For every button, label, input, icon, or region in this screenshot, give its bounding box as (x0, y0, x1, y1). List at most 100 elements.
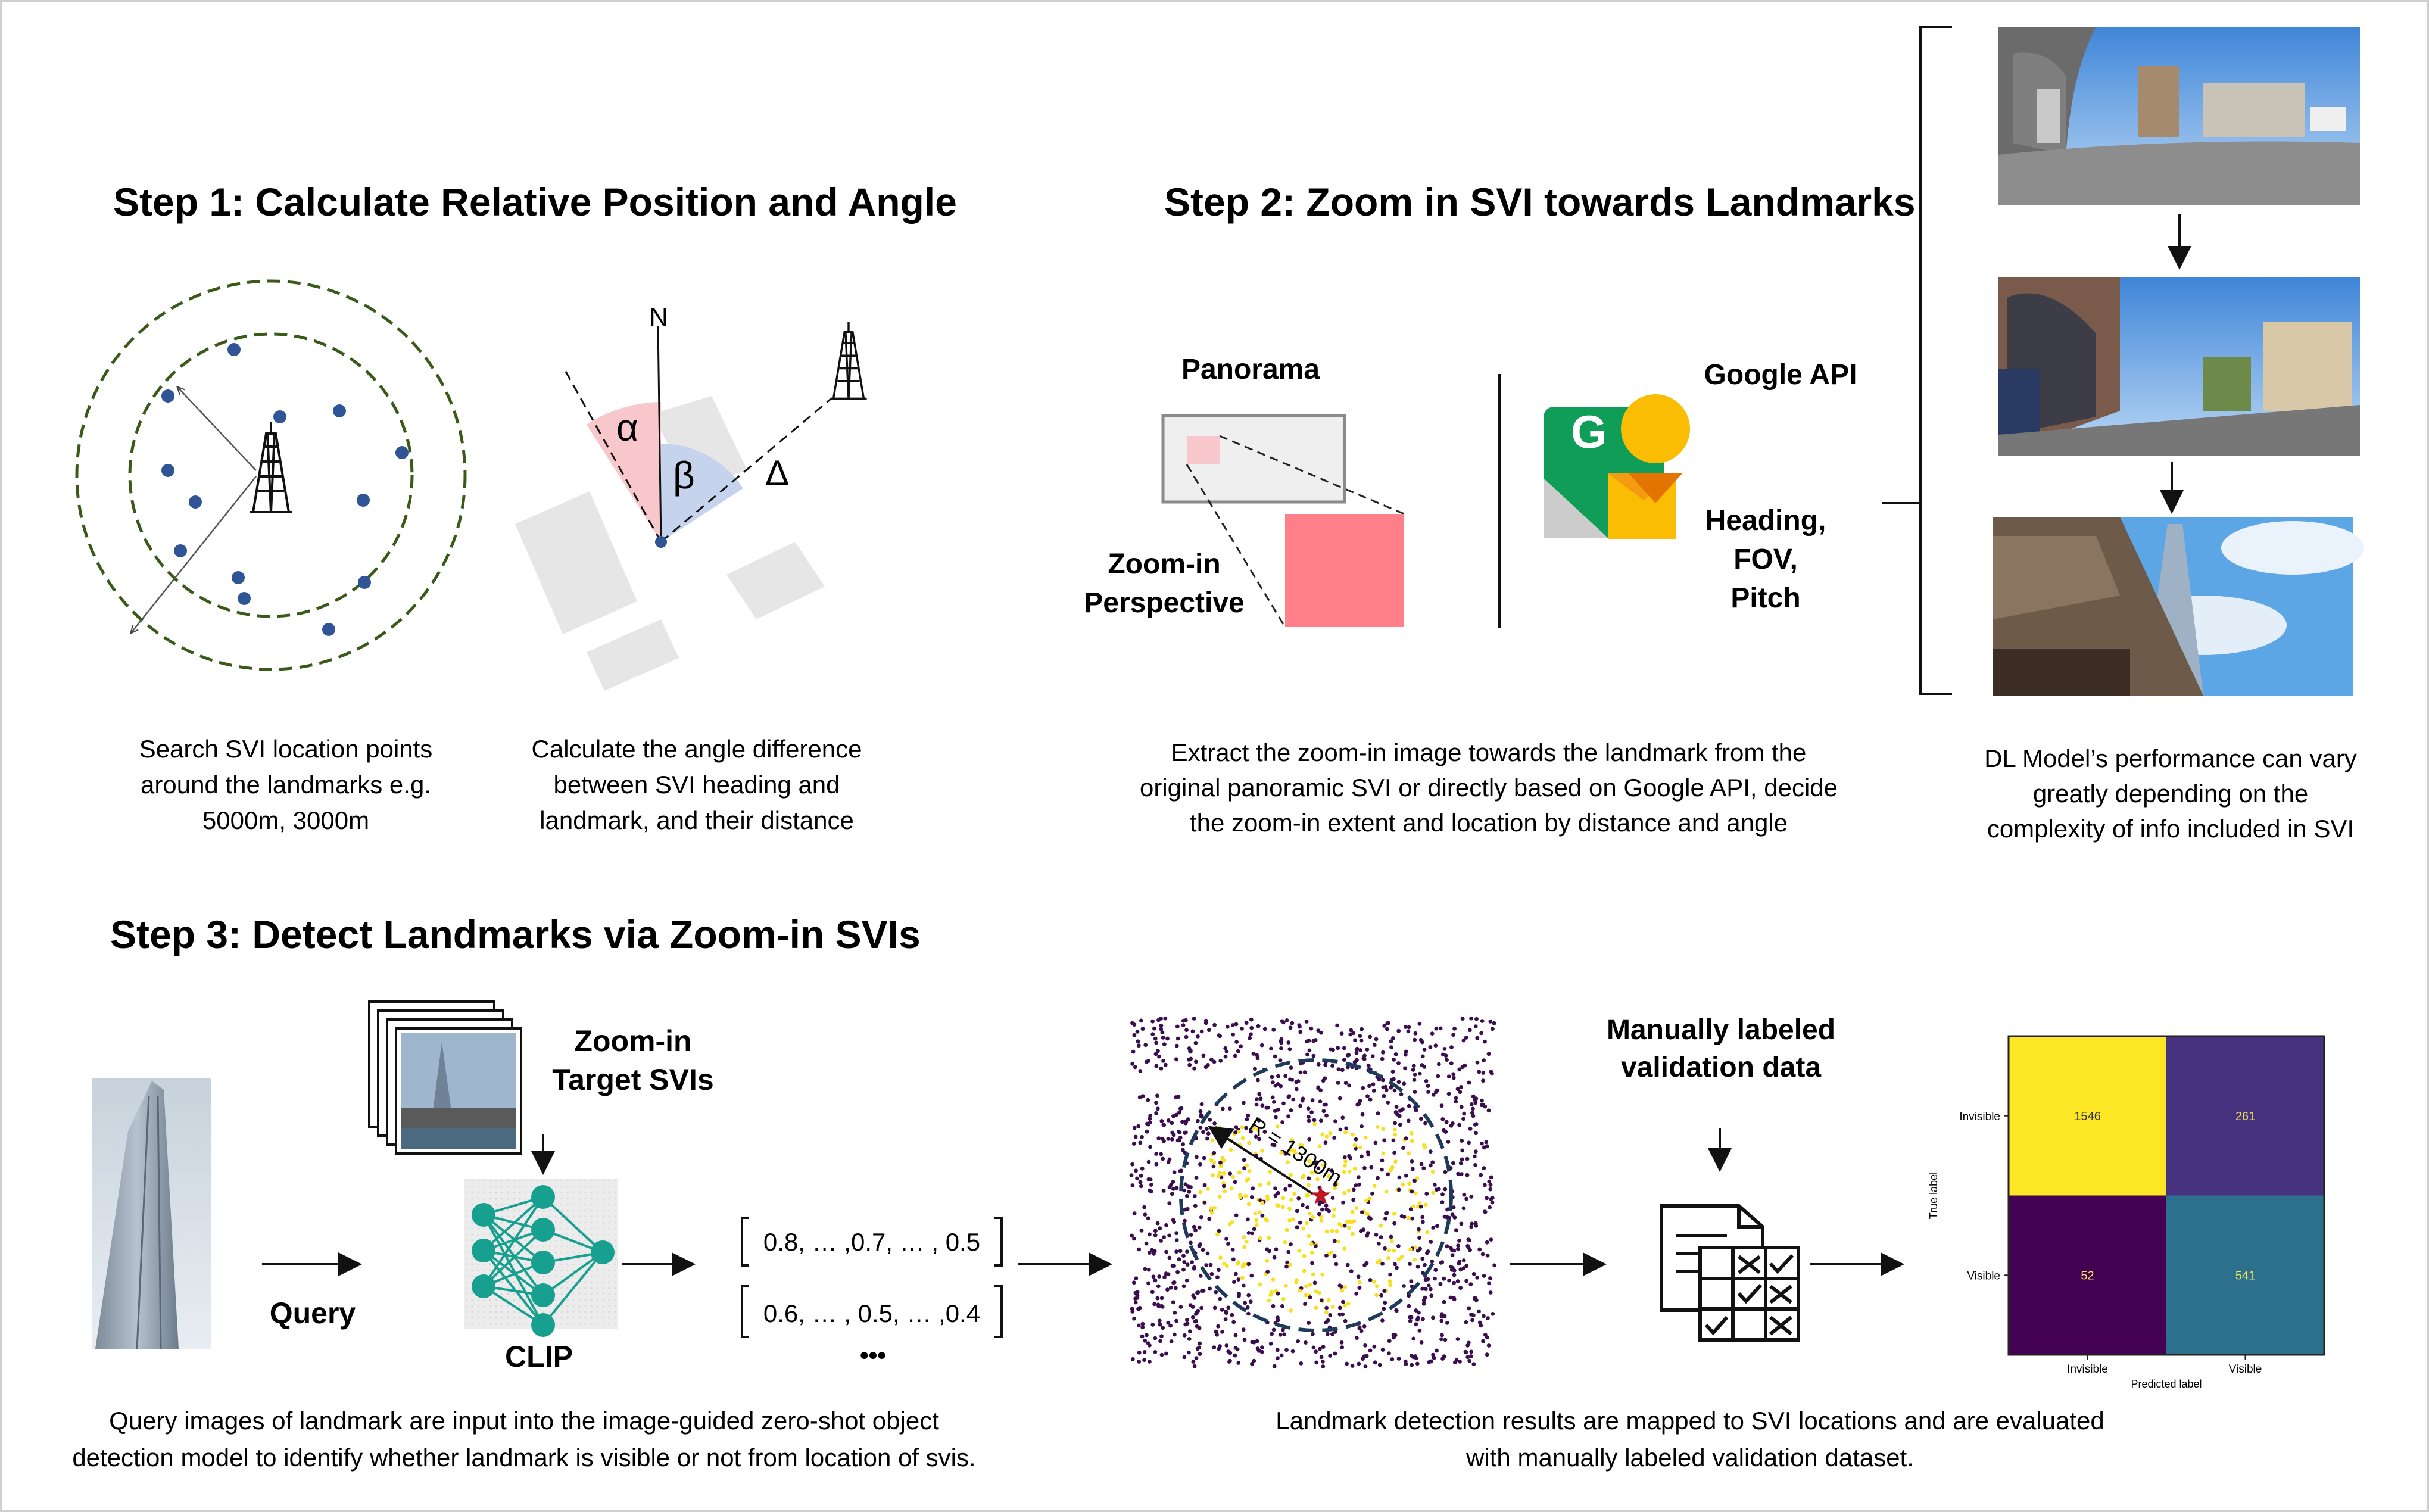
svi-map-point (1231, 1257, 1236, 1262)
query-landmark-photo (92, 1078, 211, 1349)
svi-map-point (1149, 1183, 1153, 1187)
svi-map-point (1233, 1180, 1237, 1184)
svi-map-point (1278, 1058, 1283, 1062)
svi-map-point (1175, 1270, 1180, 1274)
svi-map-point (1350, 1364, 1355, 1368)
svi-map-point (1490, 1196, 1495, 1200)
svi-map-point (1318, 1118, 1323, 1123)
svi-map-point (1270, 1075, 1274, 1080)
zoom-projection-line (1219, 435, 1405, 515)
svi-map-point (1480, 1252, 1485, 1257)
svi-map-point (1139, 1173, 1143, 1178)
svi-map-point (1317, 1290, 1322, 1295)
svi-map-point (1469, 1102, 1474, 1106)
svi-map-point (1246, 1231, 1251, 1235)
svi-map-point (1335, 1023, 1340, 1028)
svi-map-point (1164, 1351, 1168, 1356)
svi-map-point (1430, 1160, 1435, 1165)
svi-map-point (1225, 1024, 1230, 1029)
svi-map-point (1461, 1266, 1466, 1271)
svi-map-point (1404, 1362, 1408, 1366)
svi-map-point (1473, 1122, 1477, 1127)
svi-map-point (1150, 1290, 1155, 1295)
svi-map-point (1305, 1205, 1309, 1209)
svi-map-point (1279, 1151, 1284, 1155)
svi-map-point (1218, 1255, 1223, 1260)
svi-map-point (1385, 1027, 1389, 1031)
svi-map-point (1469, 1349, 1474, 1354)
svi-map-point (1436, 1187, 1441, 1192)
svi-map-point (1483, 1104, 1488, 1109)
svi-map-point (1184, 1018, 1188, 1022)
svi-map-point (1442, 1047, 1447, 1051)
svi-map-point (1184, 1278, 1189, 1283)
svi-map-point (1236, 1361, 1241, 1365)
svi-map-point (1216, 1174, 1221, 1179)
cm-cell-value: 52 (2081, 1269, 2094, 1282)
svi-map-point (1237, 1193, 1242, 1197)
svi-map-point (1473, 1149, 1478, 1154)
svi-map-point (1287, 1218, 1292, 1223)
svi-map-point (1352, 1219, 1357, 1224)
svi-map-point (1465, 1156, 1470, 1161)
svi-map-point (1449, 1061, 1454, 1065)
svi-map-point (1153, 1233, 1158, 1237)
svi-map-point (1228, 1171, 1233, 1176)
svi-map-point (1374, 1233, 1379, 1237)
svi-map-point (1193, 1312, 1198, 1316)
svi-map-point (1204, 1127, 1209, 1131)
svi-map-point (1330, 1168, 1334, 1173)
svi-map-point (1257, 1349, 1261, 1353)
svi-map-point (1359, 1038, 1364, 1043)
svi-map-point (1422, 1065, 1427, 1069)
svi-map-point (1223, 1046, 1228, 1050)
cm-cell-value: 261 (2235, 1110, 2255, 1123)
svi-map-point (1236, 1129, 1241, 1134)
svi-map-point (1439, 1103, 1444, 1108)
svi-map-point (1187, 1189, 1192, 1194)
svi-map-point (1298, 1024, 1302, 1029)
svi-map-point (1157, 1318, 1162, 1323)
caption-line: greatly depending on the (2033, 780, 2308, 808)
svi-map-point (1417, 1310, 1421, 1315)
svi-map-point (1311, 1272, 1315, 1277)
svi-map-point (1336, 1081, 1340, 1085)
svi-point (174, 544, 187, 557)
svi-map-point (1243, 1193, 1248, 1198)
query-label: Query (270, 1296, 356, 1330)
svi-map-point (1160, 1305, 1165, 1309)
svi-map-point (1273, 1193, 1278, 1198)
svi-map-point (1458, 1090, 1463, 1095)
svi-map-point (1382, 1094, 1386, 1098)
svi-map-point (1159, 1027, 1164, 1031)
svi-map-point (1159, 1016, 1163, 1021)
svi-map-point (1394, 1105, 1399, 1109)
svi-map-point (1267, 1298, 1271, 1303)
svi-map-point (1190, 1260, 1194, 1265)
svi-map-point (1140, 1166, 1145, 1171)
svi-map-point (1245, 1178, 1249, 1183)
svi-map-point (1254, 1134, 1258, 1139)
svi-map-point (1386, 1101, 1390, 1105)
svi-map-point (1138, 1140, 1143, 1145)
svi-map-point (1413, 1258, 1417, 1262)
svi-map-point (1156, 1284, 1161, 1289)
svi-map-point (1258, 1183, 1262, 1187)
svi-map-point (1276, 1356, 1280, 1361)
svi-map-point (1485, 1240, 1489, 1245)
radius-arrow-inner (177, 387, 257, 471)
svi-map-point (1310, 1332, 1315, 1336)
svi-map-point (1423, 1262, 1427, 1267)
svi-map-point (1334, 1229, 1339, 1233)
svi-map-point (1482, 1314, 1486, 1318)
svi-map-point (1257, 1210, 1262, 1215)
svi-map-point (1459, 1105, 1464, 1109)
svi-map-point (1187, 1350, 1191, 1355)
radius-arrow-outer (131, 476, 257, 633)
svi-map-point (1286, 1151, 1291, 1156)
svi-map-point (1182, 1188, 1187, 1193)
svi-map-point (1304, 1284, 1308, 1289)
caption-line: landmark, and their distance (540, 806, 854, 834)
svi-map-point (1226, 1242, 1230, 1246)
svi-map-point (1321, 1345, 1326, 1349)
